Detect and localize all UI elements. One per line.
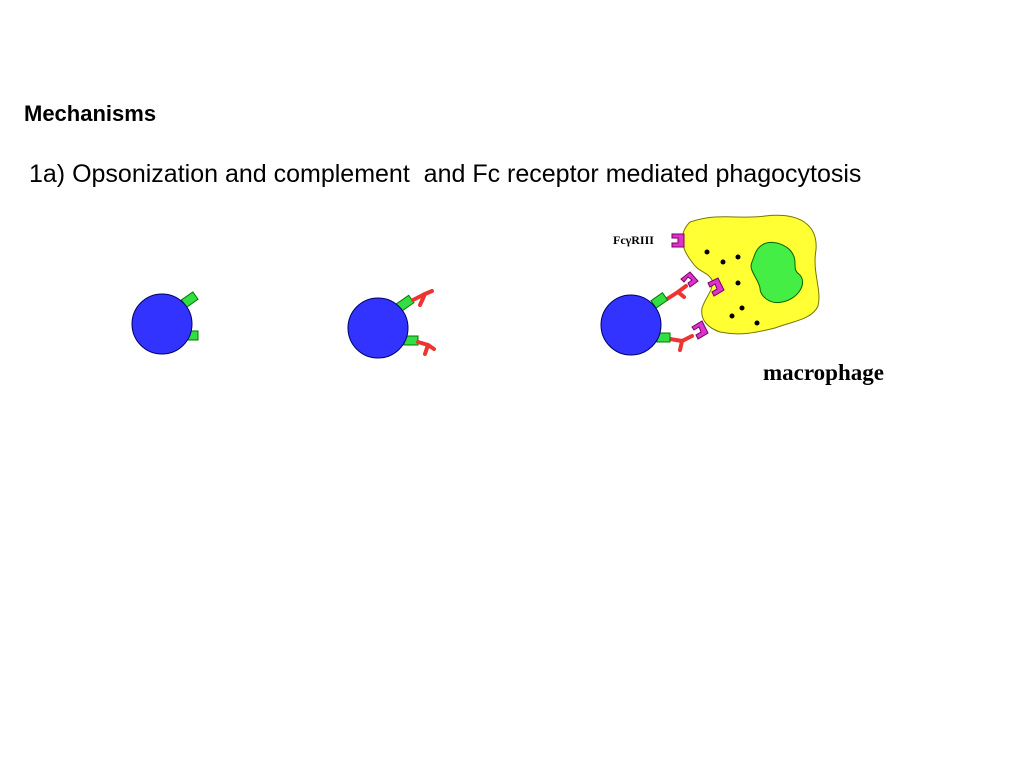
fc-receptor-2 <box>707 277 725 297</box>
macrophage-label: macrophage <box>763 360 884 385</box>
bacterium <box>347 297 409 359</box>
stage-3-phagocytosis: FcγRIII macrophage <box>600 214 884 385</box>
fc-receptor-1 <box>680 271 699 288</box>
antibody-lower <box>416 340 436 356</box>
macrophage-cell <box>681 214 820 335</box>
antibody-upper <box>665 284 688 301</box>
slide-heading: Mechanisms <box>24 101 157 126</box>
fc-receptor-3 <box>691 320 709 340</box>
nucleus <box>750 242 804 304</box>
stage-1-opsonized-bacterium <box>131 291 199 355</box>
slide-subtitle: 1a) Opsonization and complement and Fc r… <box>29 160 862 188</box>
bacterium <box>131 293 193 355</box>
antibody-upper <box>411 289 434 307</box>
antibody-lower <box>668 334 694 352</box>
stage-2-antibody-bound-bacterium <box>347 289 436 359</box>
granules <box>704 249 760 326</box>
bacterium <box>600 294 662 356</box>
fc-receptor-label: FcγRIII <box>613 233 654 247</box>
complement-tag-upper <box>650 292 669 309</box>
fc-receptor-label-marker <box>671 233 685 248</box>
